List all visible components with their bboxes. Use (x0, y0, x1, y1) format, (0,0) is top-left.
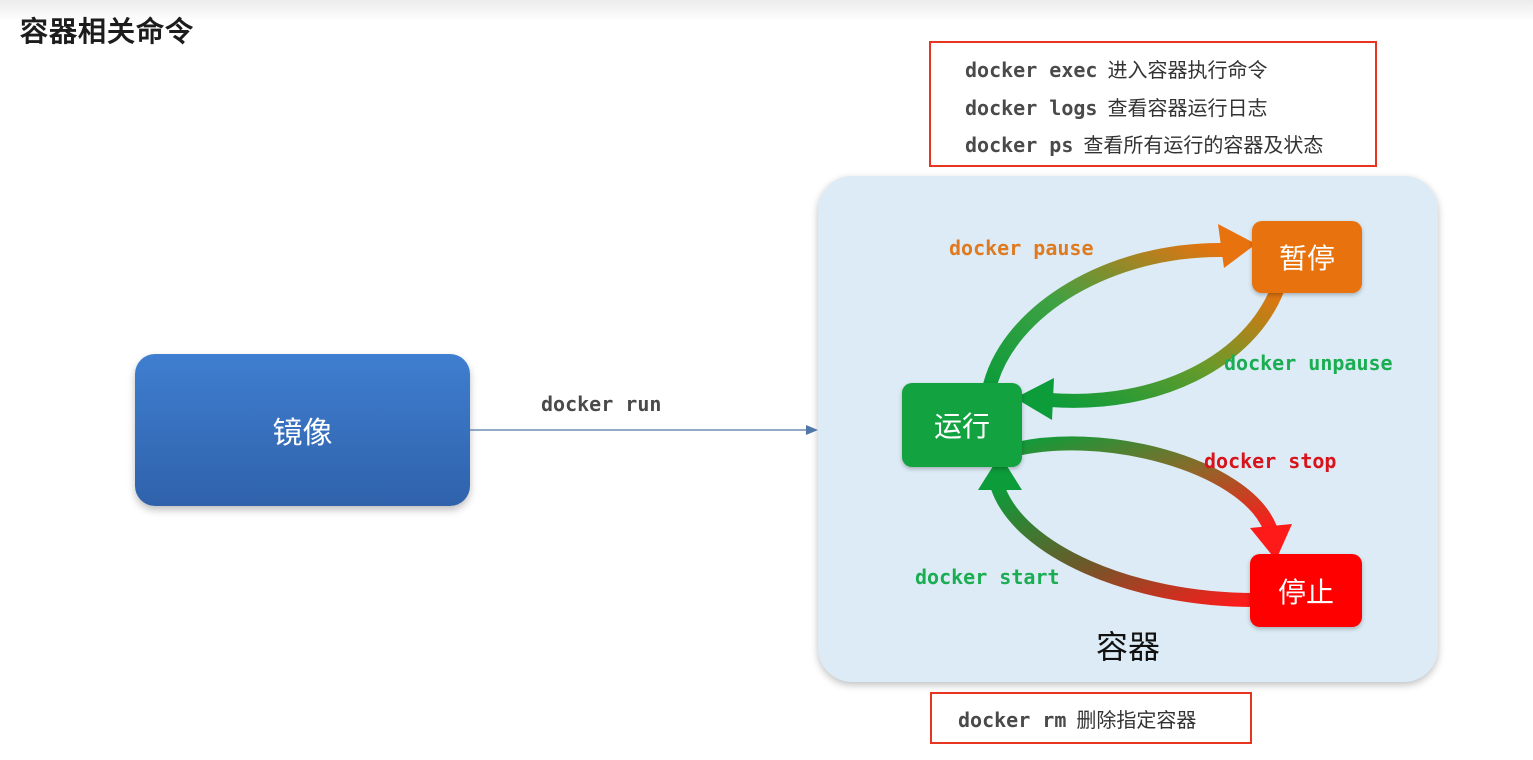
command-code: docker exec (965, 58, 1098, 82)
run-edge-arrowhead (806, 425, 818, 435)
run-edge-label: docker run (541, 392, 662, 416)
state-running: 运行 (902, 383, 1022, 467)
state-stopped: 停止 (1250, 554, 1362, 627)
image-node-label: 镜像 (272, 416, 333, 451)
image-node: 镜像 (135, 354, 470, 506)
command-code: docker ps (965, 133, 1074, 157)
command-rm: docker rm 删除指定容器 (958, 704, 1196, 733)
unpause-arrow-body (1043, 281, 1285, 408)
command-exec: docker exec 进入容器执行命令 (965, 54, 1267, 83)
pause-arrowhead (1218, 224, 1256, 268)
state-paused: 暂停 (1252, 221, 1362, 293)
top-command-box (929, 41, 1377, 167)
pause-label: docker pause (949, 236, 1094, 260)
command-code: docker logs (965, 96, 1098, 120)
top-bar (0, 0, 1533, 22)
stop-arrowhead (1250, 524, 1292, 560)
container-label: 容器 (1096, 628, 1161, 666)
unpause-label: docker unpause (1224, 351, 1393, 375)
unpause-arrowhead (1015, 378, 1054, 420)
command-desc: 查看容器运行日志 (1107, 96, 1268, 120)
page-title: 容器相关命令 (20, 15, 195, 48)
state-stopped-label: 停止 (1277, 575, 1334, 609)
command-code: docker rm (958, 708, 1067, 732)
state-running-label: 运行 (933, 410, 990, 443)
pause-arrow-body (983, 242, 1232, 392)
command-desc: 进入容器执行命令 (1107, 58, 1268, 82)
stop-label: docker stop (1204, 449, 1337, 473)
state-paused-label: 暂停 (1278, 242, 1335, 275)
bottom-command-box (930, 692, 1252, 744)
start-arrow-body (991, 481, 1262, 607)
start-arrowhead (978, 455, 1022, 490)
start-label: docker start (915, 565, 1060, 589)
command-desc: 查看所有运行的容器及状态 (1083, 133, 1324, 157)
command-logs: docker logs 查看容器运行日志 (965, 92, 1267, 121)
command-desc: 删除指定容器 (1076, 708, 1197, 732)
stop-arrow-body (998, 436, 1277, 535)
command-ps: docker ps 查看所有运行的容器及状态 (965, 129, 1323, 158)
